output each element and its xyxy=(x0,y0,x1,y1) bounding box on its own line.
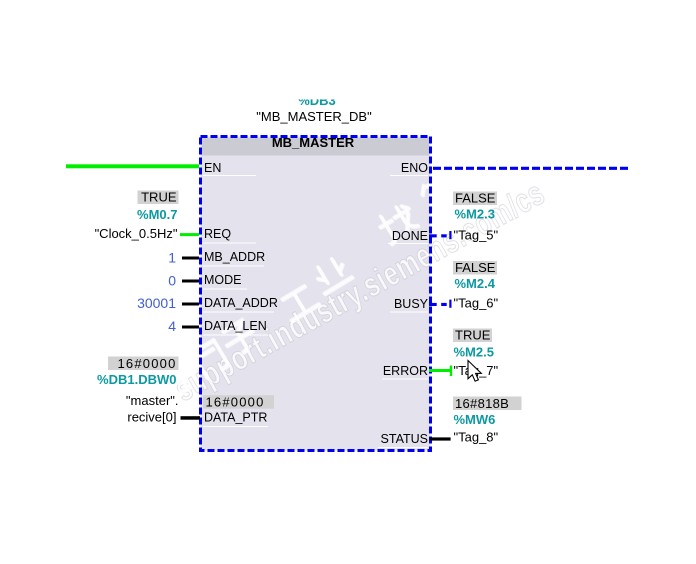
svg-text:recive[0]: recive[0] xyxy=(127,410,176,425)
svg-text:DATA_LEN: DATA_LEN xyxy=(204,319,267,333)
svg-text:"Tag_6": "Tag_6" xyxy=(454,296,499,311)
svg-text:"Tag_8": "Tag_8" xyxy=(454,430,499,445)
svg-text:%M2.5: %M2.5 xyxy=(454,345,494,360)
svg-text:30001: 30001 xyxy=(137,295,176,311)
svg-text:"master".: "master". xyxy=(126,393,179,408)
svg-text:DATA_ADDR: DATA_ADDR xyxy=(204,296,278,310)
svg-text:DONE: DONE xyxy=(392,229,428,243)
svg-text:EN: EN xyxy=(204,161,221,175)
svg-text:%M2.3: %M2.3 xyxy=(455,207,495,222)
svg-text:16#0000: 16#0000 xyxy=(117,356,176,371)
svg-text:ENO: ENO xyxy=(401,161,428,175)
svg-text:16#818B: 16#818B xyxy=(455,396,509,411)
svg-text:FALSE: FALSE xyxy=(455,260,496,275)
svg-text:%DB1.DBW0: %DB1.DBW0 xyxy=(97,372,176,387)
svg-text:%MW6: %MW6 xyxy=(454,412,496,427)
svg-text:BUSY: BUSY xyxy=(394,297,429,311)
svg-text:"Clock_0.5Hz": "Clock_0.5Hz" xyxy=(95,226,178,241)
svg-text:MB_ADDR: MB_ADDR xyxy=(204,250,265,264)
svg-text:STATUS: STATUS xyxy=(381,432,428,446)
svg-text:TRUE: TRUE xyxy=(141,190,177,205)
svg-text:0: 0 xyxy=(168,272,176,288)
svg-text:"Tag_5": "Tag_5" xyxy=(454,228,499,243)
svg-text:%M2.4: %M2.4 xyxy=(455,276,496,291)
svg-text:4: 4 xyxy=(168,318,176,334)
svg-text:"MB_MASTER_DB": "MB_MASTER_DB" xyxy=(256,109,372,124)
svg-text:%M0.7: %M0.7 xyxy=(137,207,177,222)
svg-text:REQ: REQ xyxy=(204,227,231,241)
svg-text:TRUE: TRUE xyxy=(455,328,491,343)
svg-text:1: 1 xyxy=(168,249,176,265)
svg-text:MB_MASTER: MB_MASTER xyxy=(272,135,355,150)
svg-text:MODE: MODE xyxy=(204,273,242,287)
svg-text:16#0000: 16#0000 xyxy=(206,395,265,410)
svg-text:ERROR: ERROR xyxy=(383,364,428,378)
svg-text:DATA_PTR: DATA_PTR xyxy=(204,411,267,425)
svg-text:FALSE: FALSE xyxy=(455,191,496,206)
